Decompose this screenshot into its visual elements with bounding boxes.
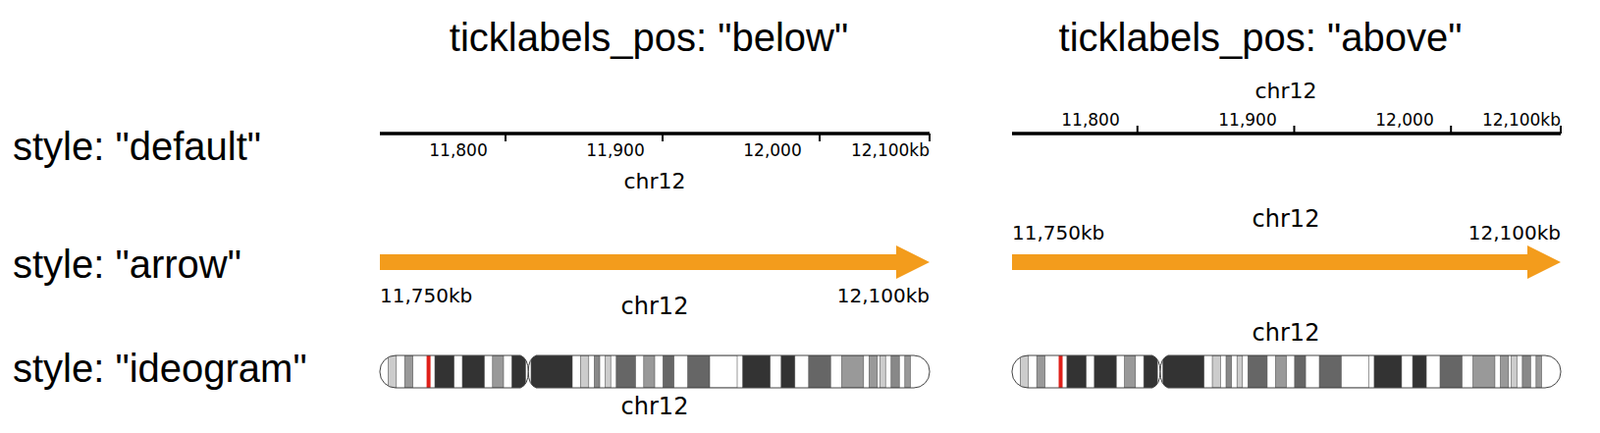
column-title: ticklabels_pos: "below" (449, 17, 849, 57)
row-title: style: "arrow" (12, 244, 242, 284)
range-arrow (379, 245, 930, 279)
tick-label: 11,800 (1061, 111, 1120, 129)
range-label: 12,100kb (837, 285, 930, 306)
tick-label: 12,000 (1375, 111, 1434, 129)
range-label: 11,750kb (1012, 222, 1105, 243)
row-title: style: "ideogram" (12, 348, 308, 388)
column-title: ticklabels_pos: "above" (1059, 17, 1463, 57)
tick-label: 12,000 (743, 142, 801, 160)
tick-label: 11,800 (428, 142, 487, 160)
range-arrow (1012, 245, 1561, 279)
tick-label: 12,100kb (1482, 111, 1561, 129)
range-label: 12,100kb (1468, 222, 1561, 243)
scale-axis (379, 133, 930, 142)
tick-label: 12,100kb (851, 142, 930, 160)
range-label: 11,750kb (379, 285, 473, 306)
chromosome-name: chr12 (621, 294, 690, 319)
chromosome-ideogram (1012, 355, 1561, 388)
chromosome-name: chr12 (1252, 320, 1321, 345)
chromosome-name: chr12 (1254, 80, 1317, 103)
chromosome-name: chr12 (623, 170, 686, 193)
tick-label: 11,900 (1218, 111, 1277, 129)
chromosome-ideogram (379, 355, 930, 388)
chromosome-name: chr12 (621, 394, 690, 419)
tick-label: 11,900 (586, 142, 644, 160)
chromosome-name: chr12 (1252, 207, 1321, 231)
row-title: style: "default" (12, 126, 262, 166)
